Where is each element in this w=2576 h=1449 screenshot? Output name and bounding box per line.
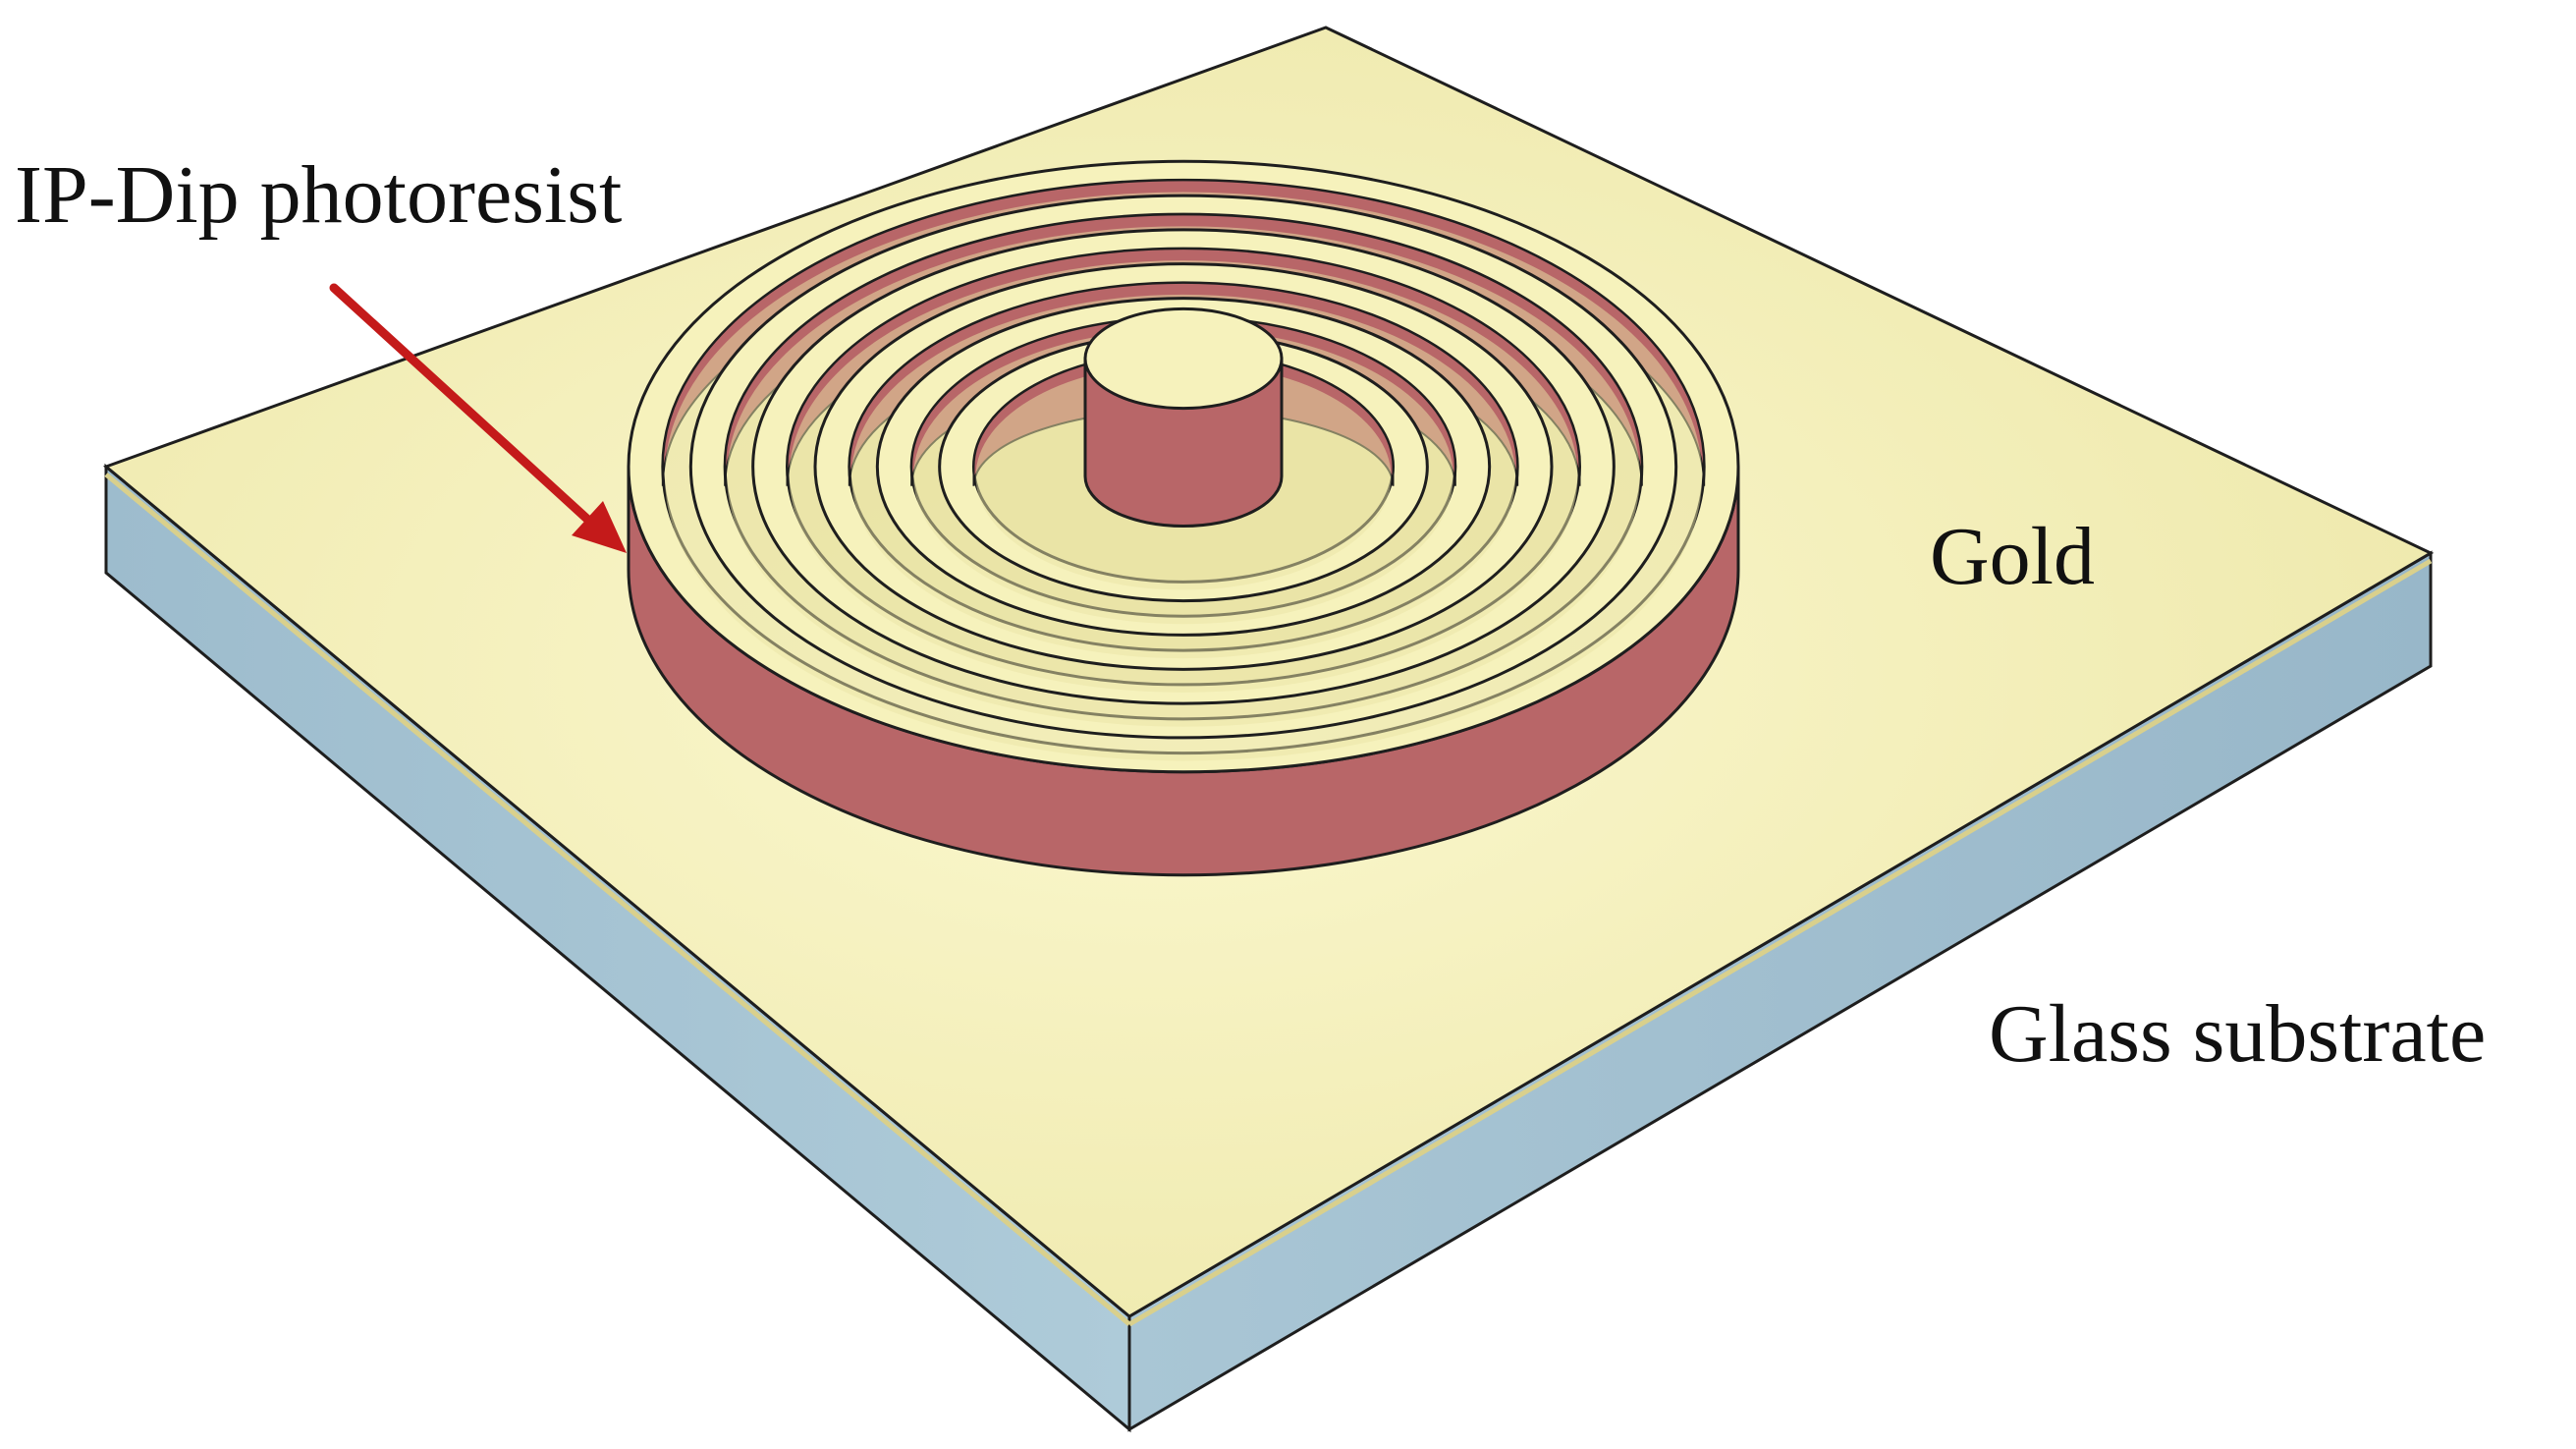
gold-edge-right <box>1127 558 2433 1327</box>
gold-label: Gold <box>1930 511 2095 602</box>
photoresist-label: IP-Dip photoresist <box>15 149 622 241</box>
arrow <box>329 283 627 553</box>
gold-edge-left <box>104 473 1131 1326</box>
arrow-head <box>572 501 627 553</box>
substrate-label: Glass substrate <box>1989 988 2486 1080</box>
arrow-shaft <box>329 283 596 528</box>
center-pillar-top <box>1083 307 1284 411</box>
photoresist-rings <box>627 159 1740 877</box>
